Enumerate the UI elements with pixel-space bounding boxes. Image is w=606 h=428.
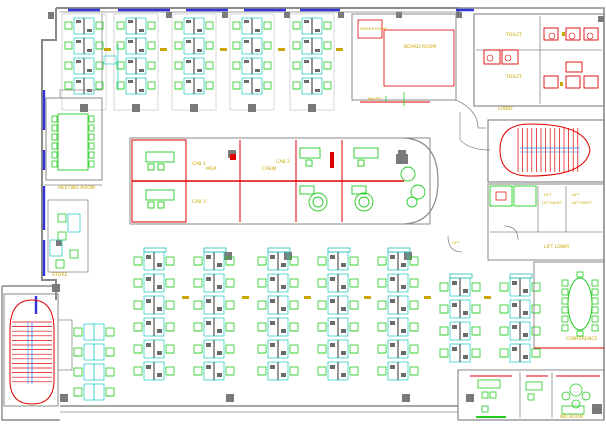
chair bbox=[591, 279, 599, 287]
workstation-cluster-top bbox=[61, 13, 107, 112]
workstation-cluster-bottom bbox=[257, 247, 299, 381]
chair bbox=[561, 297, 569, 305]
cluster-tag bbox=[160, 48, 167, 51]
chair bbox=[51, 160, 58, 168]
bottom-right-cabins: MD ROOM bbox=[457, 369, 605, 421]
reception-area bbox=[59, 14, 119, 98]
chair bbox=[88, 124, 95, 132]
chair bbox=[591, 288, 599, 296]
conference-room: CONFERENCE bbox=[533, 261, 605, 349]
board-room-label: BOARD ROOM bbox=[404, 44, 436, 50]
chair bbox=[88, 142, 95, 150]
cluster-tag bbox=[220, 48, 227, 51]
chair bbox=[591, 297, 599, 305]
chair bbox=[561, 315, 569, 323]
meeting-room-label: MEETING ROOM bbox=[58, 185, 95, 191]
desk bbox=[93, 363, 105, 381]
chair bbox=[88, 115, 95, 123]
cluster-tag bbox=[484, 296, 491, 299]
chair bbox=[591, 315, 599, 323]
chair bbox=[561, 324, 569, 332]
chair bbox=[88, 160, 95, 168]
stair-right bbox=[487, 119, 605, 183]
stair-left bbox=[3, 293, 73, 407]
chair bbox=[561, 306, 569, 314]
cluster-tag bbox=[304, 296, 311, 299]
workstation-cluster-top bbox=[289, 13, 335, 112]
workstation-cluster-bottom bbox=[193, 247, 235, 381]
server-room-label: SERVER ROOM bbox=[360, 27, 386, 31]
desk bbox=[93, 323, 105, 341]
chair bbox=[51, 115, 58, 123]
cluster-tag bbox=[278, 48, 285, 51]
lift-left-label: LIFT bbox=[544, 193, 552, 197]
cluster-tag bbox=[104, 48, 111, 51]
pantry-label: PANTRY bbox=[368, 97, 383, 101]
cluster-tag bbox=[242, 296, 249, 299]
meeting-room-left: MEETING ROOM bbox=[44, 97, 103, 191]
svg-text:CAB 2: CAB 2 bbox=[276, 159, 290, 165]
workstation-cluster-top bbox=[113, 13, 159, 112]
chair bbox=[51, 142, 58, 150]
desk bbox=[93, 383, 105, 401]
svg-text:CAB 3: CAB 3 bbox=[192, 199, 206, 205]
svg-text:CAB 1: CAB 1 bbox=[192, 161, 206, 167]
top-workstation-clusters bbox=[61, 13, 335, 112]
workstation-cluster-bottom bbox=[439, 273, 481, 363]
lift-right-label: LIFT bbox=[572, 193, 580, 197]
mgr-label: MGR bbox=[206, 166, 218, 172]
central-cabins: CAB 1 CAB 2 CAB 3 CABIN MGR bbox=[129, 137, 439, 225]
chair bbox=[561, 279, 569, 287]
chair bbox=[561, 288, 569, 296]
workstation-cluster-left bbox=[73, 323, 115, 401]
lift-block: LIFT LIFT SHAFT LIFT LIFT SHAFT LIFT LOB… bbox=[447, 183, 605, 261]
chair bbox=[576, 271, 584, 278]
chair bbox=[51, 151, 58, 159]
workstation-cluster-bottom bbox=[499, 273, 541, 363]
toilet-right-label: TOILET bbox=[505, 74, 522, 80]
workstation-cluster-bottom bbox=[317, 247, 359, 381]
conference-label: CONFERENCE bbox=[566, 336, 598, 342]
left-desks: STORE bbox=[47, 199, 89, 278]
svg-text:STORE: STORE bbox=[52, 272, 68, 278]
chair bbox=[591, 306, 599, 314]
cluster-tag bbox=[182, 296, 189, 299]
lift-lobby-label: LIFT LOBBY bbox=[544, 244, 570, 250]
toilet-label: TOILET bbox=[505, 32, 522, 38]
chair bbox=[591, 324, 599, 332]
lobby-label: LOBBY bbox=[498, 106, 513, 112]
glazing bbox=[34, 8, 474, 314]
cluster-tag bbox=[364, 296, 371, 299]
cabin-label: CABIN bbox=[262, 166, 276, 172]
chair bbox=[88, 133, 95, 141]
lift-shaft-label: LIFT SHAFT bbox=[542, 201, 563, 205]
core-top-right: BOARD ROOM SERVER ROOM PANTRY bbox=[351, 13, 605, 151]
md-room-label: MD ROOM bbox=[560, 414, 583, 420]
chair bbox=[576, 330, 584, 337]
svg-text:LIFT SHAFT: LIFT SHAFT bbox=[572, 201, 593, 205]
chair bbox=[51, 124, 58, 132]
workstation-cluster-bottom bbox=[377, 247, 419, 381]
desk bbox=[93, 343, 105, 361]
cluster-tags bbox=[104, 48, 491, 299]
workstation-cluster-top bbox=[171, 13, 217, 112]
workstation-cluster-top bbox=[229, 13, 275, 112]
workstation-cluster-bottom bbox=[133, 247, 175, 381]
cluster-tag bbox=[424, 296, 431, 299]
chair bbox=[51, 133, 58, 141]
svg-text:LIFT: LIFT bbox=[452, 241, 460, 245]
cluster-tag bbox=[336, 48, 343, 51]
bottom-workstation-clusters bbox=[73, 247, 541, 401]
chair bbox=[88, 151, 95, 159]
